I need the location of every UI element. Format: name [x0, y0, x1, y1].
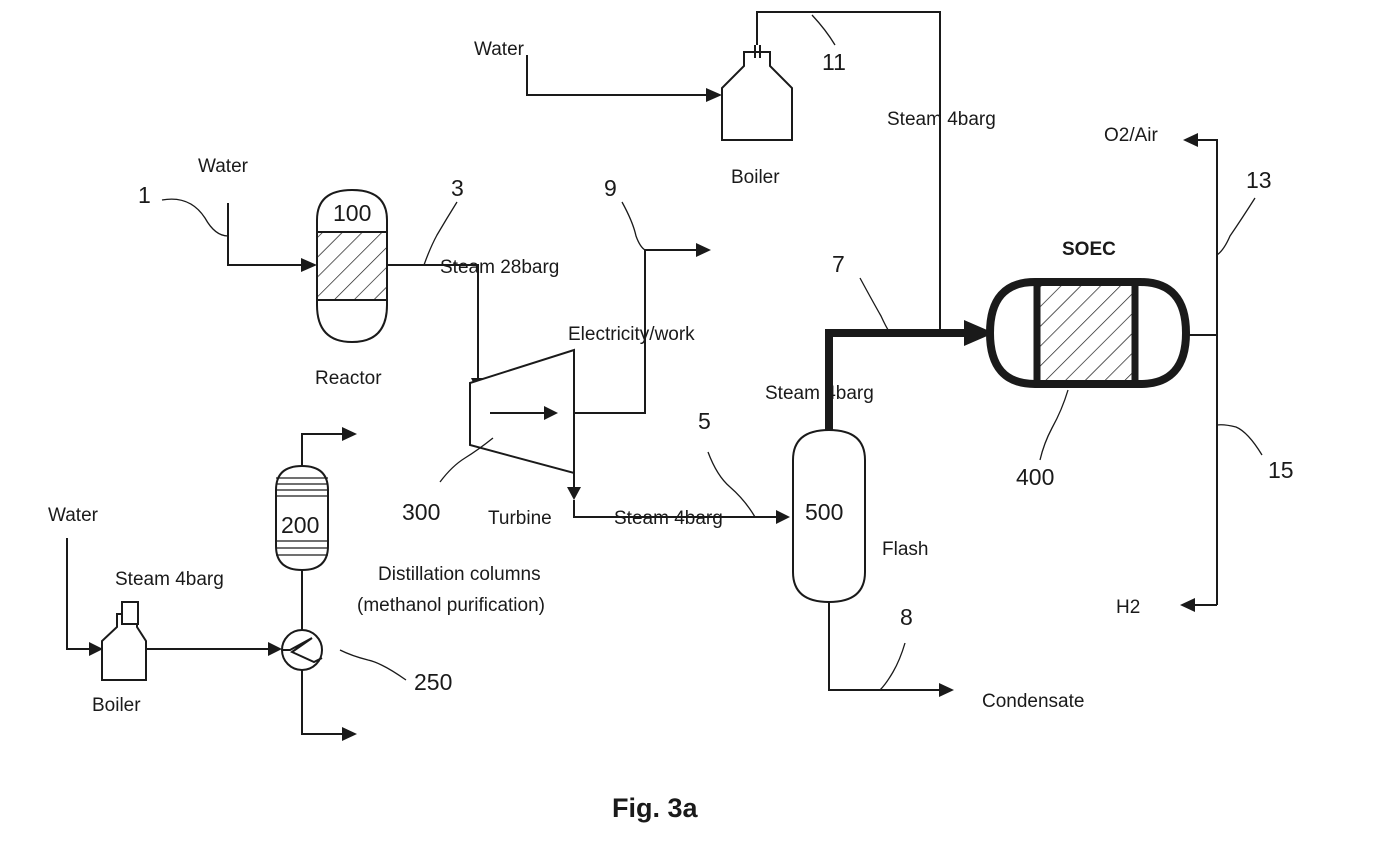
label-flash: Flash [882, 539, 928, 560]
turbine-300 [470, 350, 574, 473]
label-turbine: Turbine [488, 508, 552, 529]
label-condensate: Condensate [982, 691, 1084, 712]
water-to-reactor-line [228, 203, 317, 272]
condensate-line [829, 602, 954, 697]
soec-outlet-lines [1180, 133, 1217, 612]
label-soec: SOEC [1062, 239, 1116, 260]
label-boiler-bottom: Boiler [92, 695, 141, 716]
label-h2: H2 [1116, 597, 1140, 618]
label-steam-4barg-top: Steam 4barg [887, 109, 996, 130]
ref-11: 11 [822, 49, 846, 75]
ref-9: 9 [604, 175, 617, 201]
label-steam-4barg-boiler: Steam 4barg [115, 569, 224, 590]
label-steam-28barg: Steam 28barg [440, 257, 559, 278]
exchanger-outlet-line [302, 670, 357, 741]
label-distillation-line2: (methanol purification) [357, 595, 545, 616]
heat-exchanger-250 [282, 630, 322, 670]
ref-8: 8 [900, 604, 913, 630]
ref-5: 5 [698, 408, 711, 434]
label-distillation-line1: Distillation columns [378, 564, 541, 585]
ref-13: 13 [1246, 167, 1272, 193]
label-steam-4barg-flash: Steam 4barg [765, 383, 874, 404]
label-reactor: Reactor [315, 368, 382, 389]
label-steam-4barg-turbine: Steam 4barg [614, 508, 723, 529]
label-o2-air: O2/Air [1104, 125, 1159, 146]
ref-15: 15 [1268, 457, 1294, 483]
figure-caption: Fig. 3a [612, 793, 699, 823]
bottom-boiler [102, 602, 146, 680]
ref-1: 1 [138, 182, 151, 208]
ref-7: 7 [832, 251, 845, 277]
ref-300: 300 [402, 499, 440, 525]
label-water-boiler-bottom: Water [48, 505, 99, 526]
ref-250: 250 [414, 669, 452, 695]
label-water-reactor: Water [198, 156, 249, 177]
boiler-steam-return-line [757, 12, 940, 333]
water-to-bottom-boiler-line [67, 538, 103, 656]
soec-400 [990, 282, 1186, 384]
ref-200: 200 [281, 512, 319, 538]
top-boiler [722, 45, 792, 140]
label-water-top: Water [474, 39, 525, 60]
reactor-steam-line [387, 265, 478, 385]
flash-steam-to-soec-line [829, 320, 994, 430]
label-electricity-work: Electricity/work [568, 324, 695, 345]
distillation-top-outlet-line [302, 427, 357, 466]
ref-400: 400 [1016, 464, 1054, 490]
boiler-to-exchanger-line [146, 642, 282, 656]
ref-3: 3 [451, 175, 464, 201]
ref-500: 500 [805, 499, 843, 525]
water-to-top-boiler-line [527, 55, 722, 102]
ref-100: 100 [333, 200, 371, 226]
label-boiler-top: Boiler [731, 167, 780, 188]
